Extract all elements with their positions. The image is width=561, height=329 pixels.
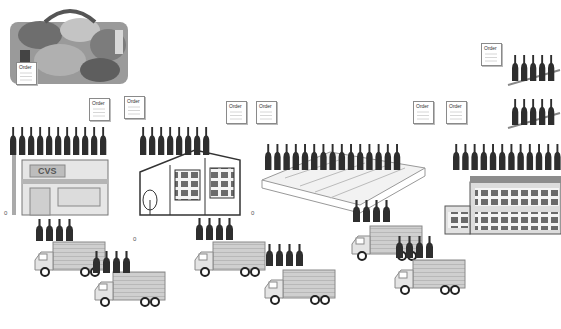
shopping-basket (10, 11, 128, 84)
order-slip: Order (256, 101, 277, 124)
slip-text: Order (482, 44, 501, 51)
bottle-row (140, 127, 209, 155)
order-slip: Order (124, 96, 145, 119)
factory (445, 176, 561, 234)
bottle-row (93, 251, 130, 273)
slip-text: Order (125, 97, 144, 104)
bottle-row (196, 218, 233, 240)
slip-text: Order (90, 99, 109, 106)
truck (35, 242, 105, 276)
truck (265, 270, 335, 304)
store-sign: CVS (38, 166, 57, 176)
bottle-row (512, 99, 554, 125)
bottle-row (353, 200, 390, 222)
office-building (140, 150, 240, 215)
slip-text: Order (17, 63, 36, 70)
bottle-row (512, 55, 554, 81)
slip-text: Order (447, 102, 466, 109)
bottle-row (396, 236, 433, 258)
truck (395, 260, 465, 294)
order-slip: Order (481, 43, 502, 66)
mark: 0 (133, 236, 136, 243)
bottle-row (266, 244, 303, 266)
truck (95, 272, 165, 306)
truck (352, 226, 422, 260)
slip-text: Order (414, 102, 433, 109)
bottle-row (10, 127, 106, 155)
order-slip: Order (446, 101, 467, 124)
bottle-row (265, 144, 400, 170)
order-slip: Order (89, 98, 110, 121)
mark: 0 (251, 210, 254, 217)
truck (195, 242, 265, 276)
bottle-row (36, 219, 73, 241)
order-slip: Order (226, 101, 247, 124)
slip-text: Order (227, 102, 246, 109)
slip-text: Order (257, 102, 276, 109)
order-slip: Order (16, 62, 37, 85)
mark: 0 (4, 210, 7, 217)
order-slip: Order (413, 101, 434, 124)
bottle-row (453, 144, 561, 170)
convenience-store (12, 150, 108, 215)
